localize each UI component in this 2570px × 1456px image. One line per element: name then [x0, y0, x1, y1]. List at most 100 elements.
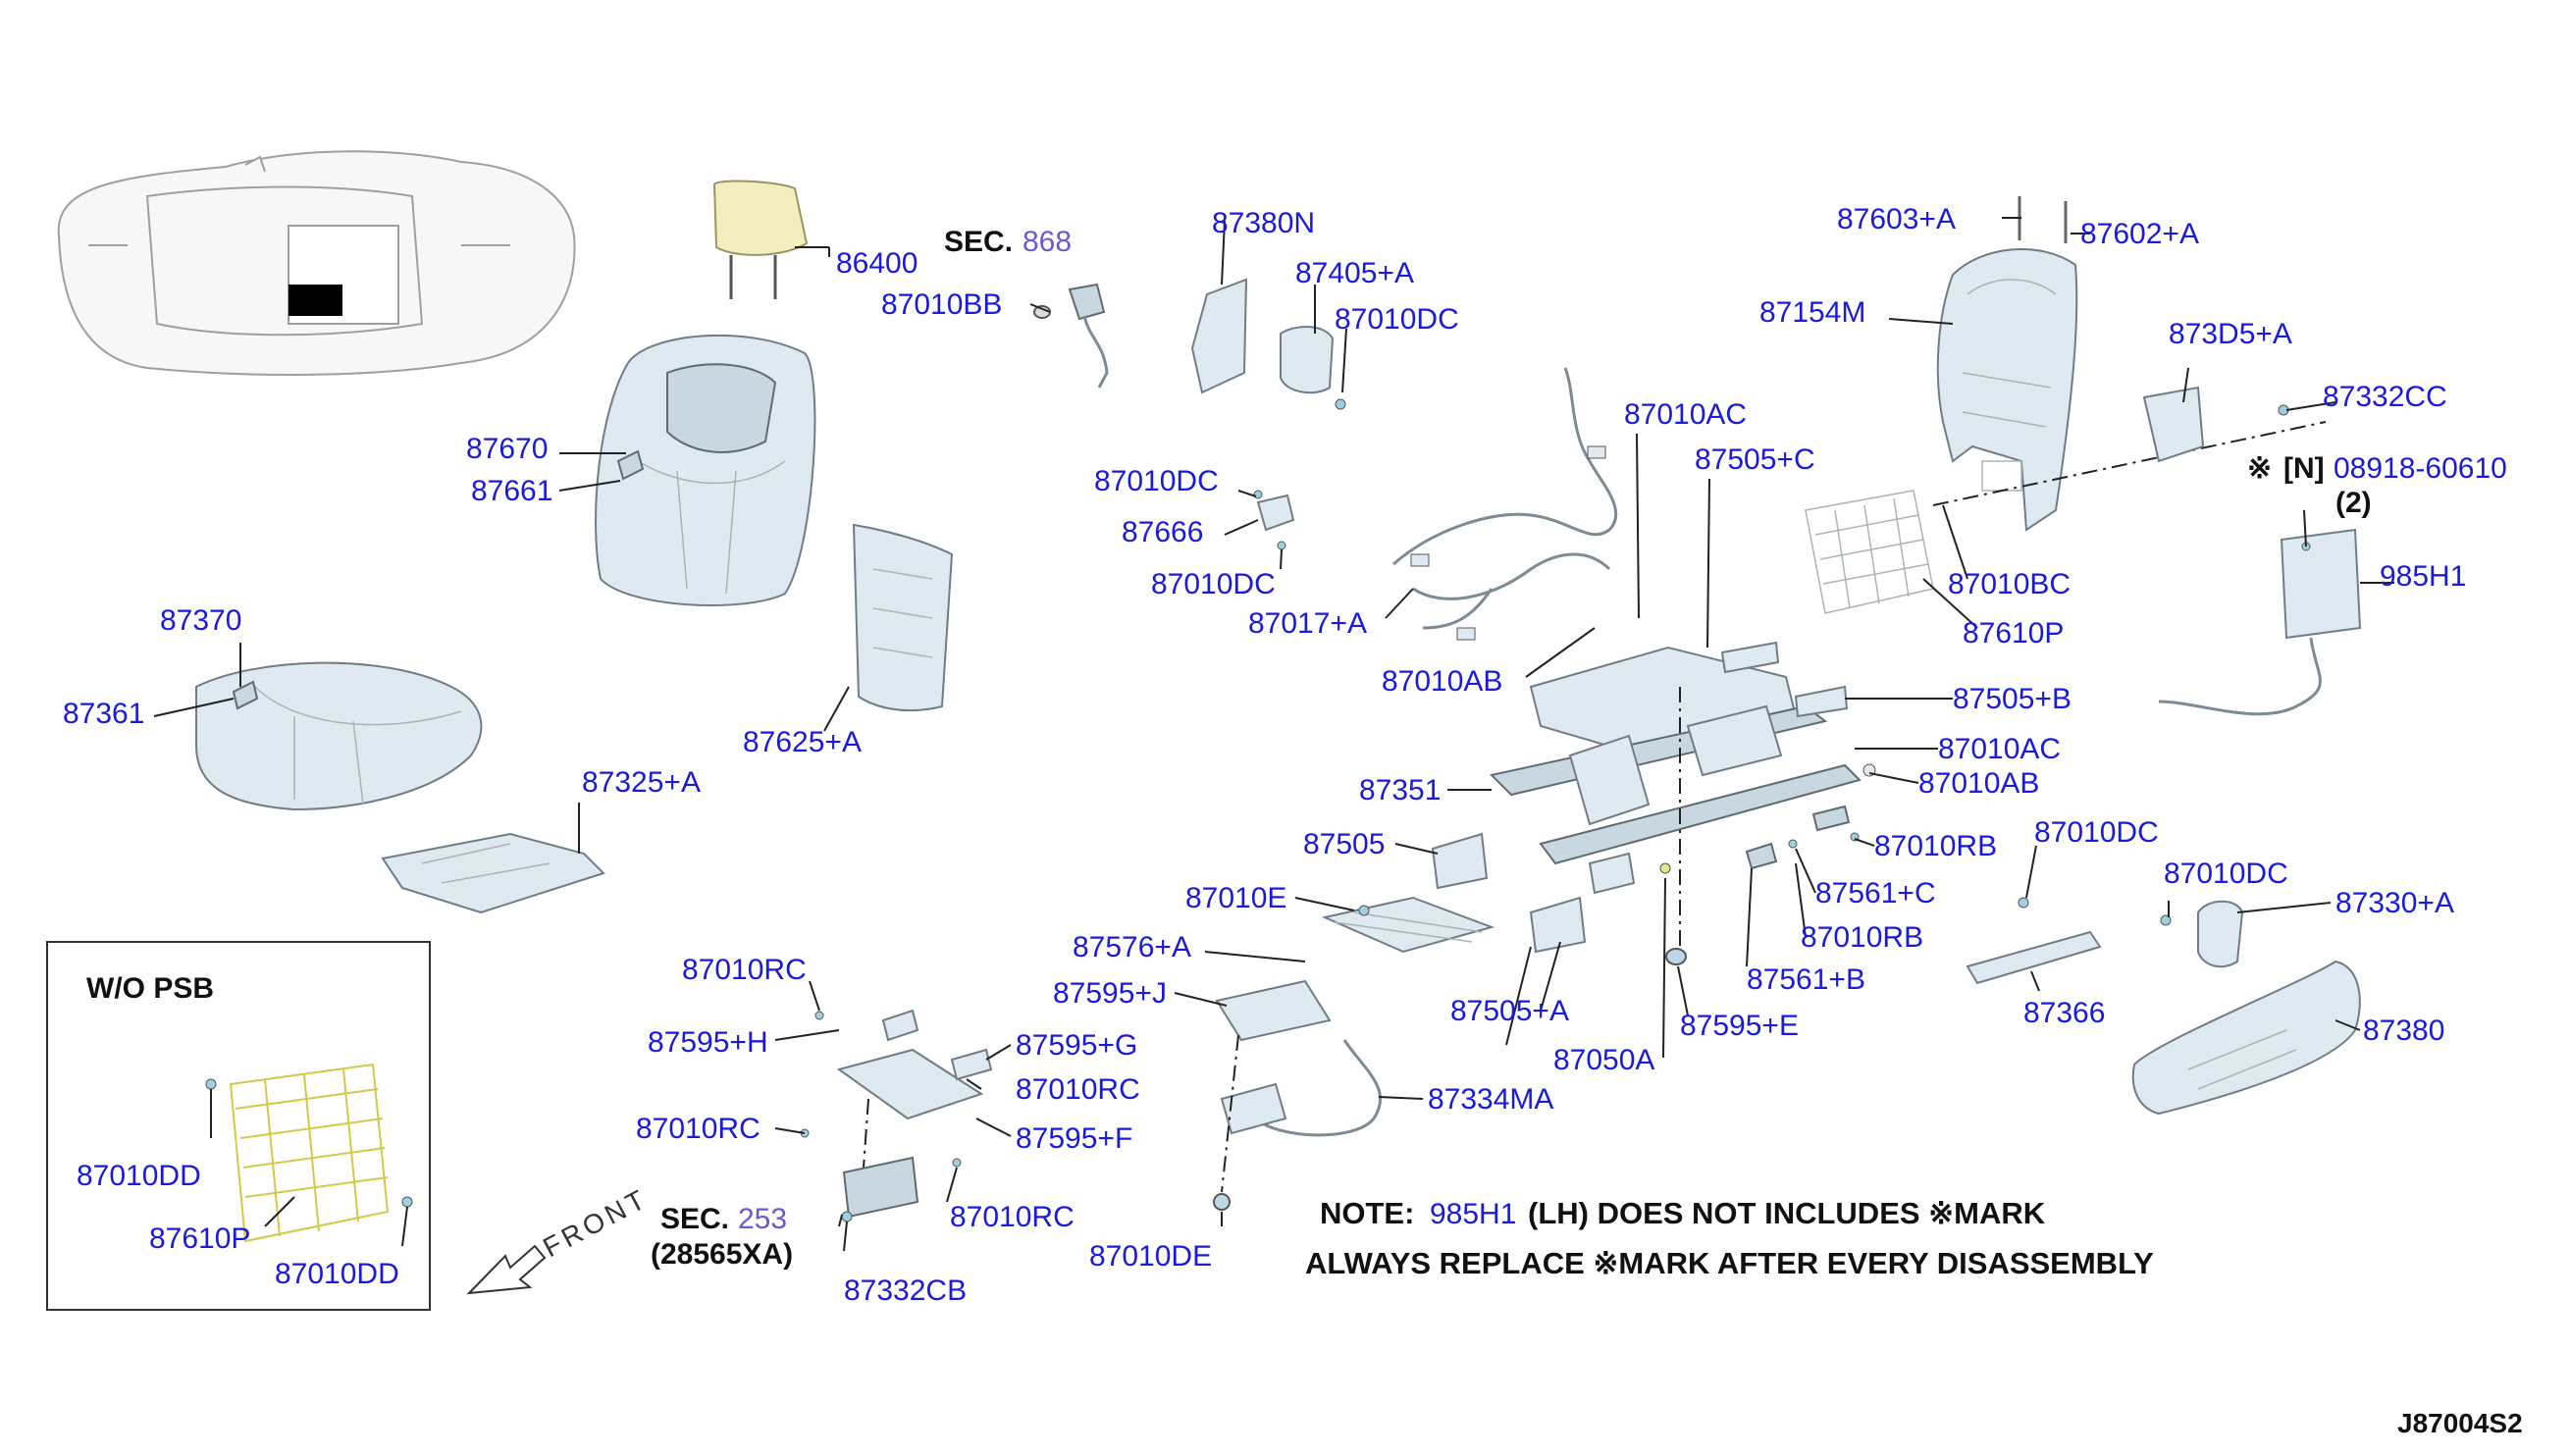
- label-87017A: 87017+A: [1248, 607, 1367, 640]
- diagram-code: J87004S2: [2397, 1408, 2523, 1438]
- label-87602A: 87602+A: [2080, 218, 2199, 250]
- label-87010BC: 87010BC: [1948, 568, 2071, 600]
- label-wopsb: W/O PSB: [86, 972, 214, 1005]
- label-87010RC-a: 87010RC: [682, 954, 807, 986]
- label-87561C: 87561+C: [1815, 877, 1936, 910]
- notes-block: NOTE: 985H1 (LH) DOES NOT INCLUDES ※MARK…: [1305, 1196, 2154, 1280]
- label-front: FRONT: [538, 1182, 653, 1263]
- belt-buckle: [1033, 283, 1109, 389]
- label-87010RB-a: 87010RB: [1874, 830, 1997, 862]
- label-87670: 87670: [466, 433, 548, 465]
- front-arrow: [466, 1244, 547, 1295]
- label-87505A: 87505+A: [1450, 995, 1569, 1027]
- occupant-sensor-plate: [800, 1009, 993, 1169]
- note-line2: ALWAYS REPLACE ※MARK AFTER EVERY DISASSE…: [1305, 1246, 2154, 1280]
- leader-lines: [153, 217, 2394, 1252]
- locator-marker: [288, 285, 342, 316]
- label-87610P-b: 87610P: [149, 1222, 250, 1255]
- label-sec253-prefix: SEC.: [660, 1203, 729, 1235]
- label-87625A: 87625+A: [743, 726, 862, 758]
- label-873D5A: 873D5+A: [2169, 318, 2292, 350]
- seatback: [595, 334, 816, 606]
- label-n-mark: ※: [2247, 452, 2272, 485]
- seat-cushion: [195, 661, 483, 811]
- back-frame: [1932, 196, 2327, 532]
- wire-harness: [1392, 367, 1618, 641]
- label-87332CB: 87332CB: [844, 1274, 967, 1307]
- label-87010DD-a: 87010DD: [77, 1160, 201, 1192]
- label-87010AB-a: 87010AB: [1382, 665, 1502, 698]
- side-cover-inner: [1190, 278, 1248, 394]
- label-87010DE: 87010DE: [1089, 1240, 1212, 1273]
- label-87380: 87380: [2363, 1014, 2444, 1047]
- outer-side-cover: [2131, 960, 2361, 1116]
- trim-87366: [1966, 897, 2102, 985]
- control-module: [841, 1156, 919, 1222]
- label-87595H: 87595+H: [648, 1026, 768, 1059]
- vehicle-locator: [57, 150, 576, 376]
- label-87610P-a: 87610P: [1963, 617, 2064, 650]
- label-87010RC-c: 87010RC: [1016, 1073, 1140, 1106]
- label-87330A: 87330+A: [2335, 887, 2454, 919]
- label-87010RC-d: 87010RC: [950, 1201, 1075, 1233]
- label-28565XA: (28565XA): [651, 1238, 793, 1271]
- label-87405A: 87405+A: [1295, 257, 1414, 289]
- label-87505C: 87505+C: [1695, 443, 1815, 476]
- label-87050A: 87050A: [1553, 1044, 1654, 1076]
- label-87661: 87661: [471, 475, 552, 507]
- label-87505: 87505: [1303, 828, 1385, 860]
- label-87010DC-d: 87010DC: [2034, 816, 2159, 849]
- note-part: 985H1: [1430, 1198, 1516, 1230]
- label-87595F: 87595+F: [1016, 1122, 1132, 1155]
- label-87010BB: 87010BB: [881, 288, 1002, 321]
- label-87334MA: 87334MA: [1428, 1083, 1553, 1116]
- lumbar-support: [1805, 490, 1934, 614]
- label-87370: 87370: [160, 604, 241, 637]
- label-87595J: 87595+J: [1053, 977, 1167, 1010]
- back-board: [852, 523, 954, 712]
- label-87505B: 87505+B: [1953, 683, 2072, 715]
- label-qty-2: (2): [2335, 487, 2372, 519]
- wopsb-inset: [46, 941, 431, 1311]
- track-covers: [1431, 641, 1849, 954]
- cushion-frame-lower: [1213, 896, 1495, 1211]
- headrest: [712, 180, 830, 299]
- note-rest: (LH) DOES NOT INCLUDES ※MARK: [1528, 1196, 2046, 1230]
- label-87595G: 87595+G: [1016, 1029, 1137, 1062]
- label-87666: 87666: [1122, 516, 1203, 548]
- label-87325A: 87325+A: [582, 766, 701, 799]
- side-airbag: [2158, 528, 2362, 716]
- seat-frame: [1489, 646, 1862, 962]
- rail-clips: [1659, 763, 1876, 965]
- lumbar-switch: [1253, 490, 1295, 550]
- label-sec868-num: 868: [1023, 226, 1072, 258]
- label-87010AB-b: 87010AB: [1918, 767, 2039, 800]
- label-87603A: 87603+A: [1837, 203, 1956, 235]
- label-87595E: 87595+E: [1680, 1010, 1799, 1042]
- label-87361: 87361: [63, 698, 144, 730]
- label-87010DD-b: 87010DD: [275, 1258, 399, 1290]
- bracket-873D5: [2142, 386, 2289, 463]
- label-87010RB-b: 87010RB: [1801, 921, 1923, 954]
- power-switch: [1280, 326, 1346, 410]
- label-87154M: 87154M: [1759, 296, 1865, 329]
- label-87010DC-b: 87010DC: [1094, 465, 1219, 497]
- label-87010E: 87010E: [1185, 882, 1286, 914]
- label-87010AC-a: 87010AC: [1624, 398, 1747, 431]
- label-985H1: 985H1: [2380, 560, 2466, 593]
- outer-switch: [2160, 900, 2244, 968]
- cushion-mat: [381, 832, 605, 914]
- label-87010AC-b: 87010AC: [1938, 733, 2061, 765]
- label-87351: 87351: [1359, 774, 1441, 806]
- label-sec253-num: 253: [738, 1203, 787, 1235]
- label-86400: 86400: [836, 247, 918, 280]
- label-87010RC-b: 87010RC: [636, 1113, 761, 1145]
- label-87366: 87366: [2023, 997, 2105, 1029]
- label-87010DC-e: 87010DC: [2164, 858, 2288, 890]
- part-labels: 86400 SEC. 868 87010BB 87380N 87405+A 87…: [63, 203, 2507, 1307]
- label-87380N: 87380N: [1212, 207, 1315, 239]
- label-87561B: 87561+B: [1747, 963, 1865, 996]
- label-87332CC: 87332CC: [2323, 381, 2447, 413]
- label-87576A: 87576+A: [1073, 931, 1191, 963]
